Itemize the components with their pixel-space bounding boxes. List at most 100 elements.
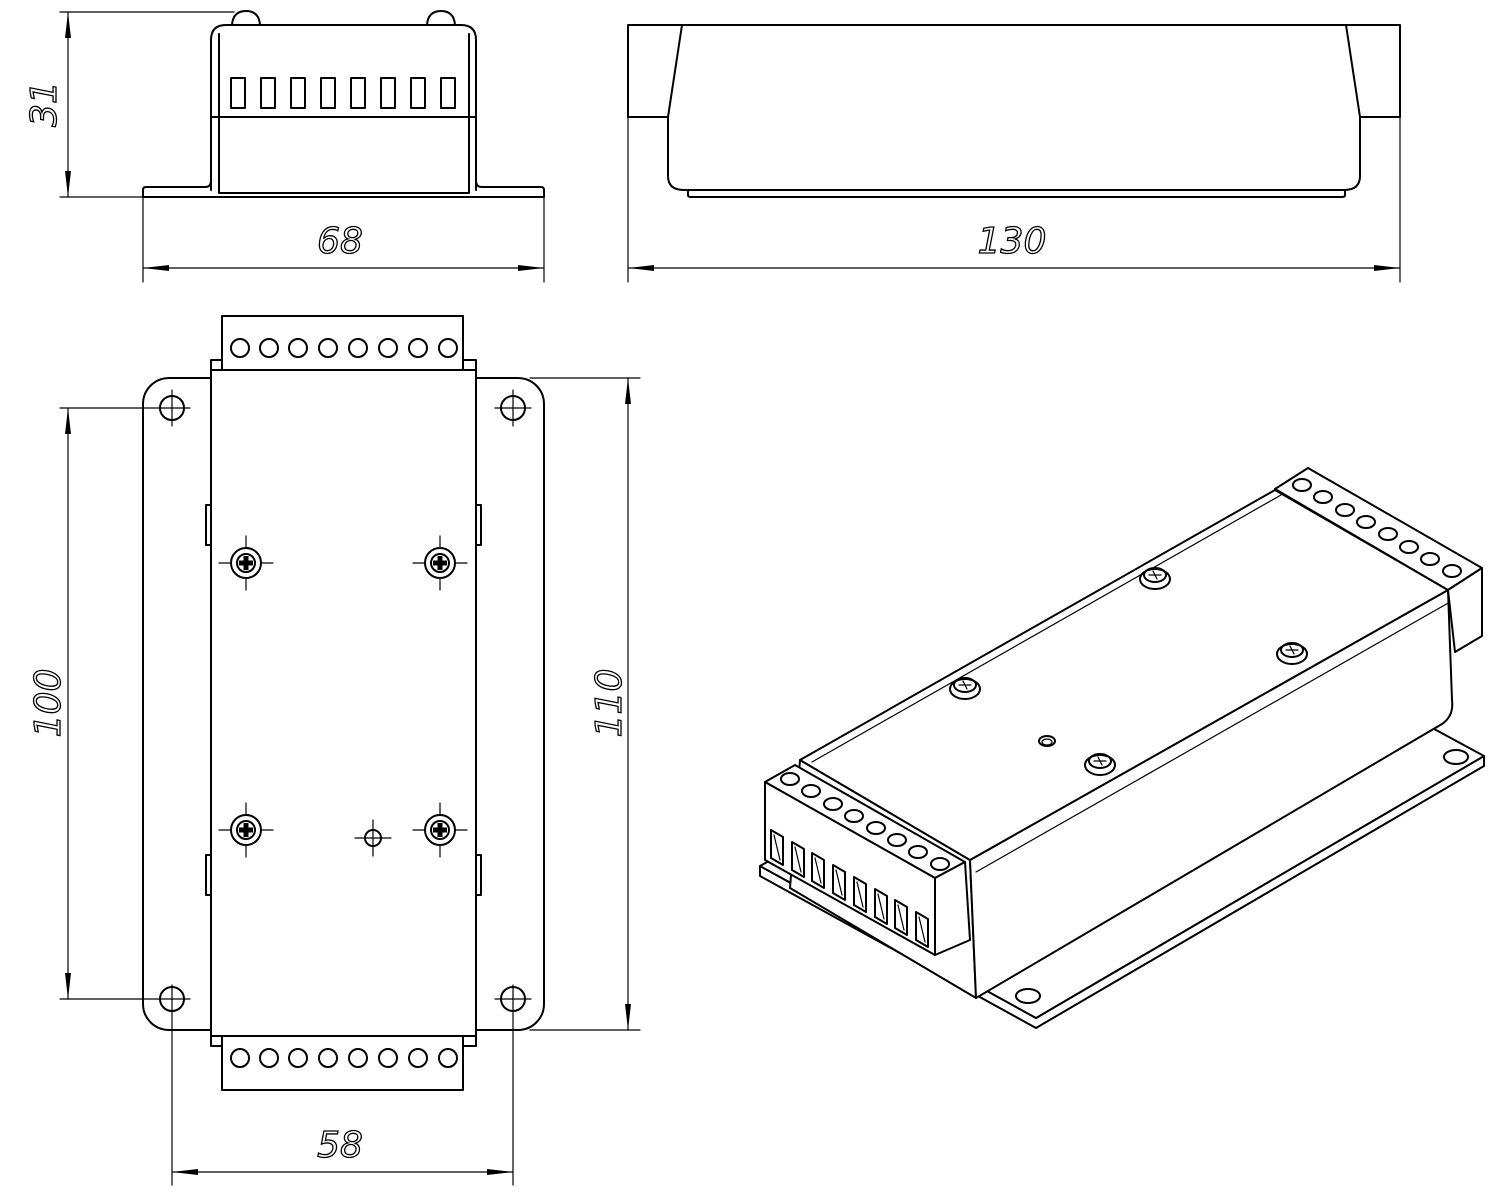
terminal-slot: [791, 841, 805, 878]
slot-wire-clamp: [835, 869, 843, 896]
iso-plate-hole: [1015, 988, 1041, 1004]
iso-near-terminal-block: [764, 764, 971, 956]
iso-far-terminal-block: [1274, 467, 1483, 653]
slot-outline: [894, 899, 908, 936]
screw-center-lines: [412, 535, 468, 591]
top-cover-screw: [218, 802, 274, 858]
slot-outline: [874, 888, 888, 925]
dimension-label: 100: [28, 669, 69, 738]
terminal-screw-hole: [1335, 503, 1355, 517]
terminal-screw-hole: [908, 845, 928, 859]
terminal-screw-hole: [230, 338, 250, 358]
side-top-and-caps: [627, 24, 1401, 118]
terminal-screw-hole: [1399, 540, 1419, 554]
dimension-label: 130: [978, 221, 1047, 262]
iso-indicator-hole: [1038, 735, 1056, 747]
terminal-slot: [770, 829, 784, 866]
top-cover-screw: [412, 802, 468, 858]
iso-near-terminal-side: [934, 861, 971, 956]
terminal-screw-hole: [348, 1048, 368, 1068]
iso-far-terminal-side: [1447, 567, 1483, 653]
side-tab: [475, 854, 482, 896]
cross-slot-icon: [1285, 645, 1299, 655]
terminal-screw-hole: [348, 338, 368, 358]
cross-slot-icon: [433, 556, 447, 570]
slot-wire-clamp: [877, 893, 885, 920]
top-terminal-block-lower: [221, 1035, 464, 1091]
dimension-31: 31: [23, 11, 235, 198]
side-tab: [205, 854, 212, 896]
top-cover-screw: [218, 535, 274, 591]
slot-outline: [791, 841, 805, 878]
dimension-label: 58: [317, 1125, 363, 1166]
side-housing-outline: [667, 24, 1361, 191]
cross-slot-icon: [433, 823, 447, 837]
terminal-slot: [350, 77, 366, 109]
slot-outline: [853, 876, 867, 913]
terminal-slot: [380, 77, 396, 109]
front-housing-outline: [210, 24, 477, 191]
front-screw-head-left: [231, 10, 261, 26]
screw-center-lines: [412, 802, 468, 858]
terminal-slot: [915, 911, 929, 948]
terminal-screw-hole: [438, 338, 458, 358]
iso-cover-screw: [1084, 753, 1116, 776]
cross-slot-icon: [1148, 570, 1162, 580]
screw-top: [1280, 642, 1304, 658]
cross-slot-icon: [1093, 756, 1107, 766]
terminal-screw-hole: [1420, 552, 1440, 566]
front-base-plate: [142, 180, 545, 198]
terminal-slot: [320, 77, 336, 109]
terminal-slot: [894, 899, 908, 936]
front-screw-head-right: [426, 10, 456, 26]
iso-cover-screw: [1139, 567, 1171, 590]
slot-wire-clamp: [814, 857, 822, 884]
slot-wire-clamp: [918, 916, 926, 943]
terminal-slot: [260, 77, 276, 109]
terminal-block-body: [221, 1035, 464, 1091]
top-terminal-block-upper: [221, 315, 464, 371]
terminal-screw-hole: [408, 338, 428, 358]
terminal-screw-hole: [887, 833, 907, 847]
screw-recess: [236, 553, 256, 573]
terminal-slot: [410, 77, 426, 109]
slot-outline: [915, 911, 929, 948]
dimension-68: 68: [142, 196, 545, 283]
top-view: [142, 315, 545, 1091]
slot-wire-clamp: [794, 846, 802, 873]
terminal-screw-hole: [1356, 515, 1376, 529]
terminal-screw-hole: [259, 1048, 279, 1068]
top-indicator-hole: [354, 819, 392, 857]
cross-slot-icon: [239, 556, 253, 570]
iso-cover-screw: [949, 677, 981, 700]
terminal-screw-hole: [1378, 527, 1398, 541]
screw-top: [1088, 753, 1112, 769]
cross-slot-icon: [958, 680, 972, 690]
front-view: [142, 10, 545, 198]
dimension-110: 110: [529, 377, 641, 1031]
slot-wire-clamp: [897, 904, 905, 931]
screw-recess: [430, 820, 450, 840]
indicator-center-lines: [354, 819, 392, 857]
dimension-100: 100: [27, 407, 191, 1000]
terminal-screw-hole: [288, 338, 308, 358]
terminal-slot: [853, 876, 867, 913]
terminal-screw-hole: [318, 1048, 338, 1068]
side-base-plate: [687, 189, 1346, 198]
extension-lines: [529, 377, 641, 1031]
side-tab: [205, 504, 212, 546]
terminal-screw-hole: [438, 1048, 458, 1068]
screw-top: [1143, 567, 1167, 583]
terminal-screw-hole: [844, 809, 864, 823]
isometric-view: [759, 467, 1485, 1029]
terminal-slot: [811, 852, 825, 889]
terminal-screw-hole: [378, 1048, 398, 1068]
dimension-label: 68: [317, 221, 363, 262]
screw-center-lines: [218, 802, 274, 858]
extension-lines: [171, 984, 514, 1186]
terminal-slot: [440, 77, 456, 109]
terminal-slot: [290, 77, 306, 109]
terminal-block-body: [221, 315, 464, 371]
screw-recess: [236, 820, 256, 840]
